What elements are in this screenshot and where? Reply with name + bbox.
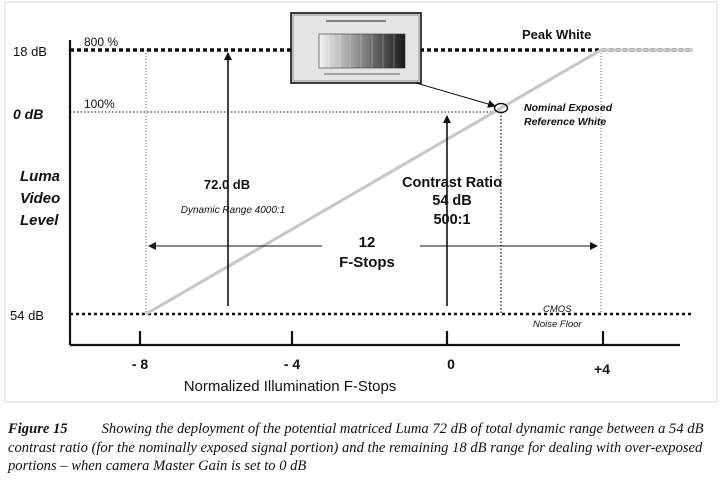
figure-caption-text: Showing the deployment of the potential …	[8, 421, 704, 474]
luma-transfer-ramp	[145, 48, 693, 316]
peak-white-label: Peak White	[522, 27, 591, 42]
x-tick-label-minus-4: - 4	[284, 356, 301, 372]
level-label-18db: 18 dB	[13, 44, 47, 59]
contrast-ratio-db: 54 dB	[432, 193, 472, 209]
level-percent-100: 100%	[84, 97, 115, 111]
stops-label: F-Stops	[339, 254, 395, 271]
dynamic-range-diagram: 18 dB 800 % 0 dB 100% 54 dB Luma Video L…	[4, 1, 718, 403]
level-label-0db: 0 dB	[13, 106, 43, 122]
contrast-ratio-value: 500:1	[433, 212, 470, 228]
reference-white-marker	[493, 102, 509, 114]
total-range-value: 72.0 dB	[204, 177, 250, 192]
stops-value: 12	[359, 234, 376, 251]
x-tick-label-plus-4: +4	[594, 361, 610, 377]
chip-chart-inset	[290, 12, 422, 84]
reference-white-label-line-1: Nominal Exposed	[524, 102, 613, 114]
noise-floor-label-line-2: Noise Floor	[533, 319, 582, 330]
figure-caption-label: Figure 15	[8, 421, 68, 437]
x-axis-title: Normalized Illumination F-Stops	[184, 378, 397, 395]
y-axis-title-line-1: Luma	[20, 168, 60, 185]
x-tick-label-zero: 0	[447, 356, 455, 372]
reference-white-label-line-2: Reference White	[524, 116, 606, 128]
contrast-ratio-title: Contrast Ratio	[402, 175, 502, 191]
x-tick-label-minus-8: - 8	[132, 356, 149, 372]
y-axis-title-line-3: Level	[20, 212, 59, 229]
level-percent-800: 800 %	[84, 35, 118, 49]
total-range-label: Dynamic Range 4000:1	[181, 205, 286, 216]
y-axis-title-line-2: Video	[20, 190, 60, 207]
noise-floor-label-line-1: CMOS	[543, 304, 572, 315]
level-label-54db: 54 dB	[10, 308, 44, 323]
figure-frame	[4, 1, 718, 403]
